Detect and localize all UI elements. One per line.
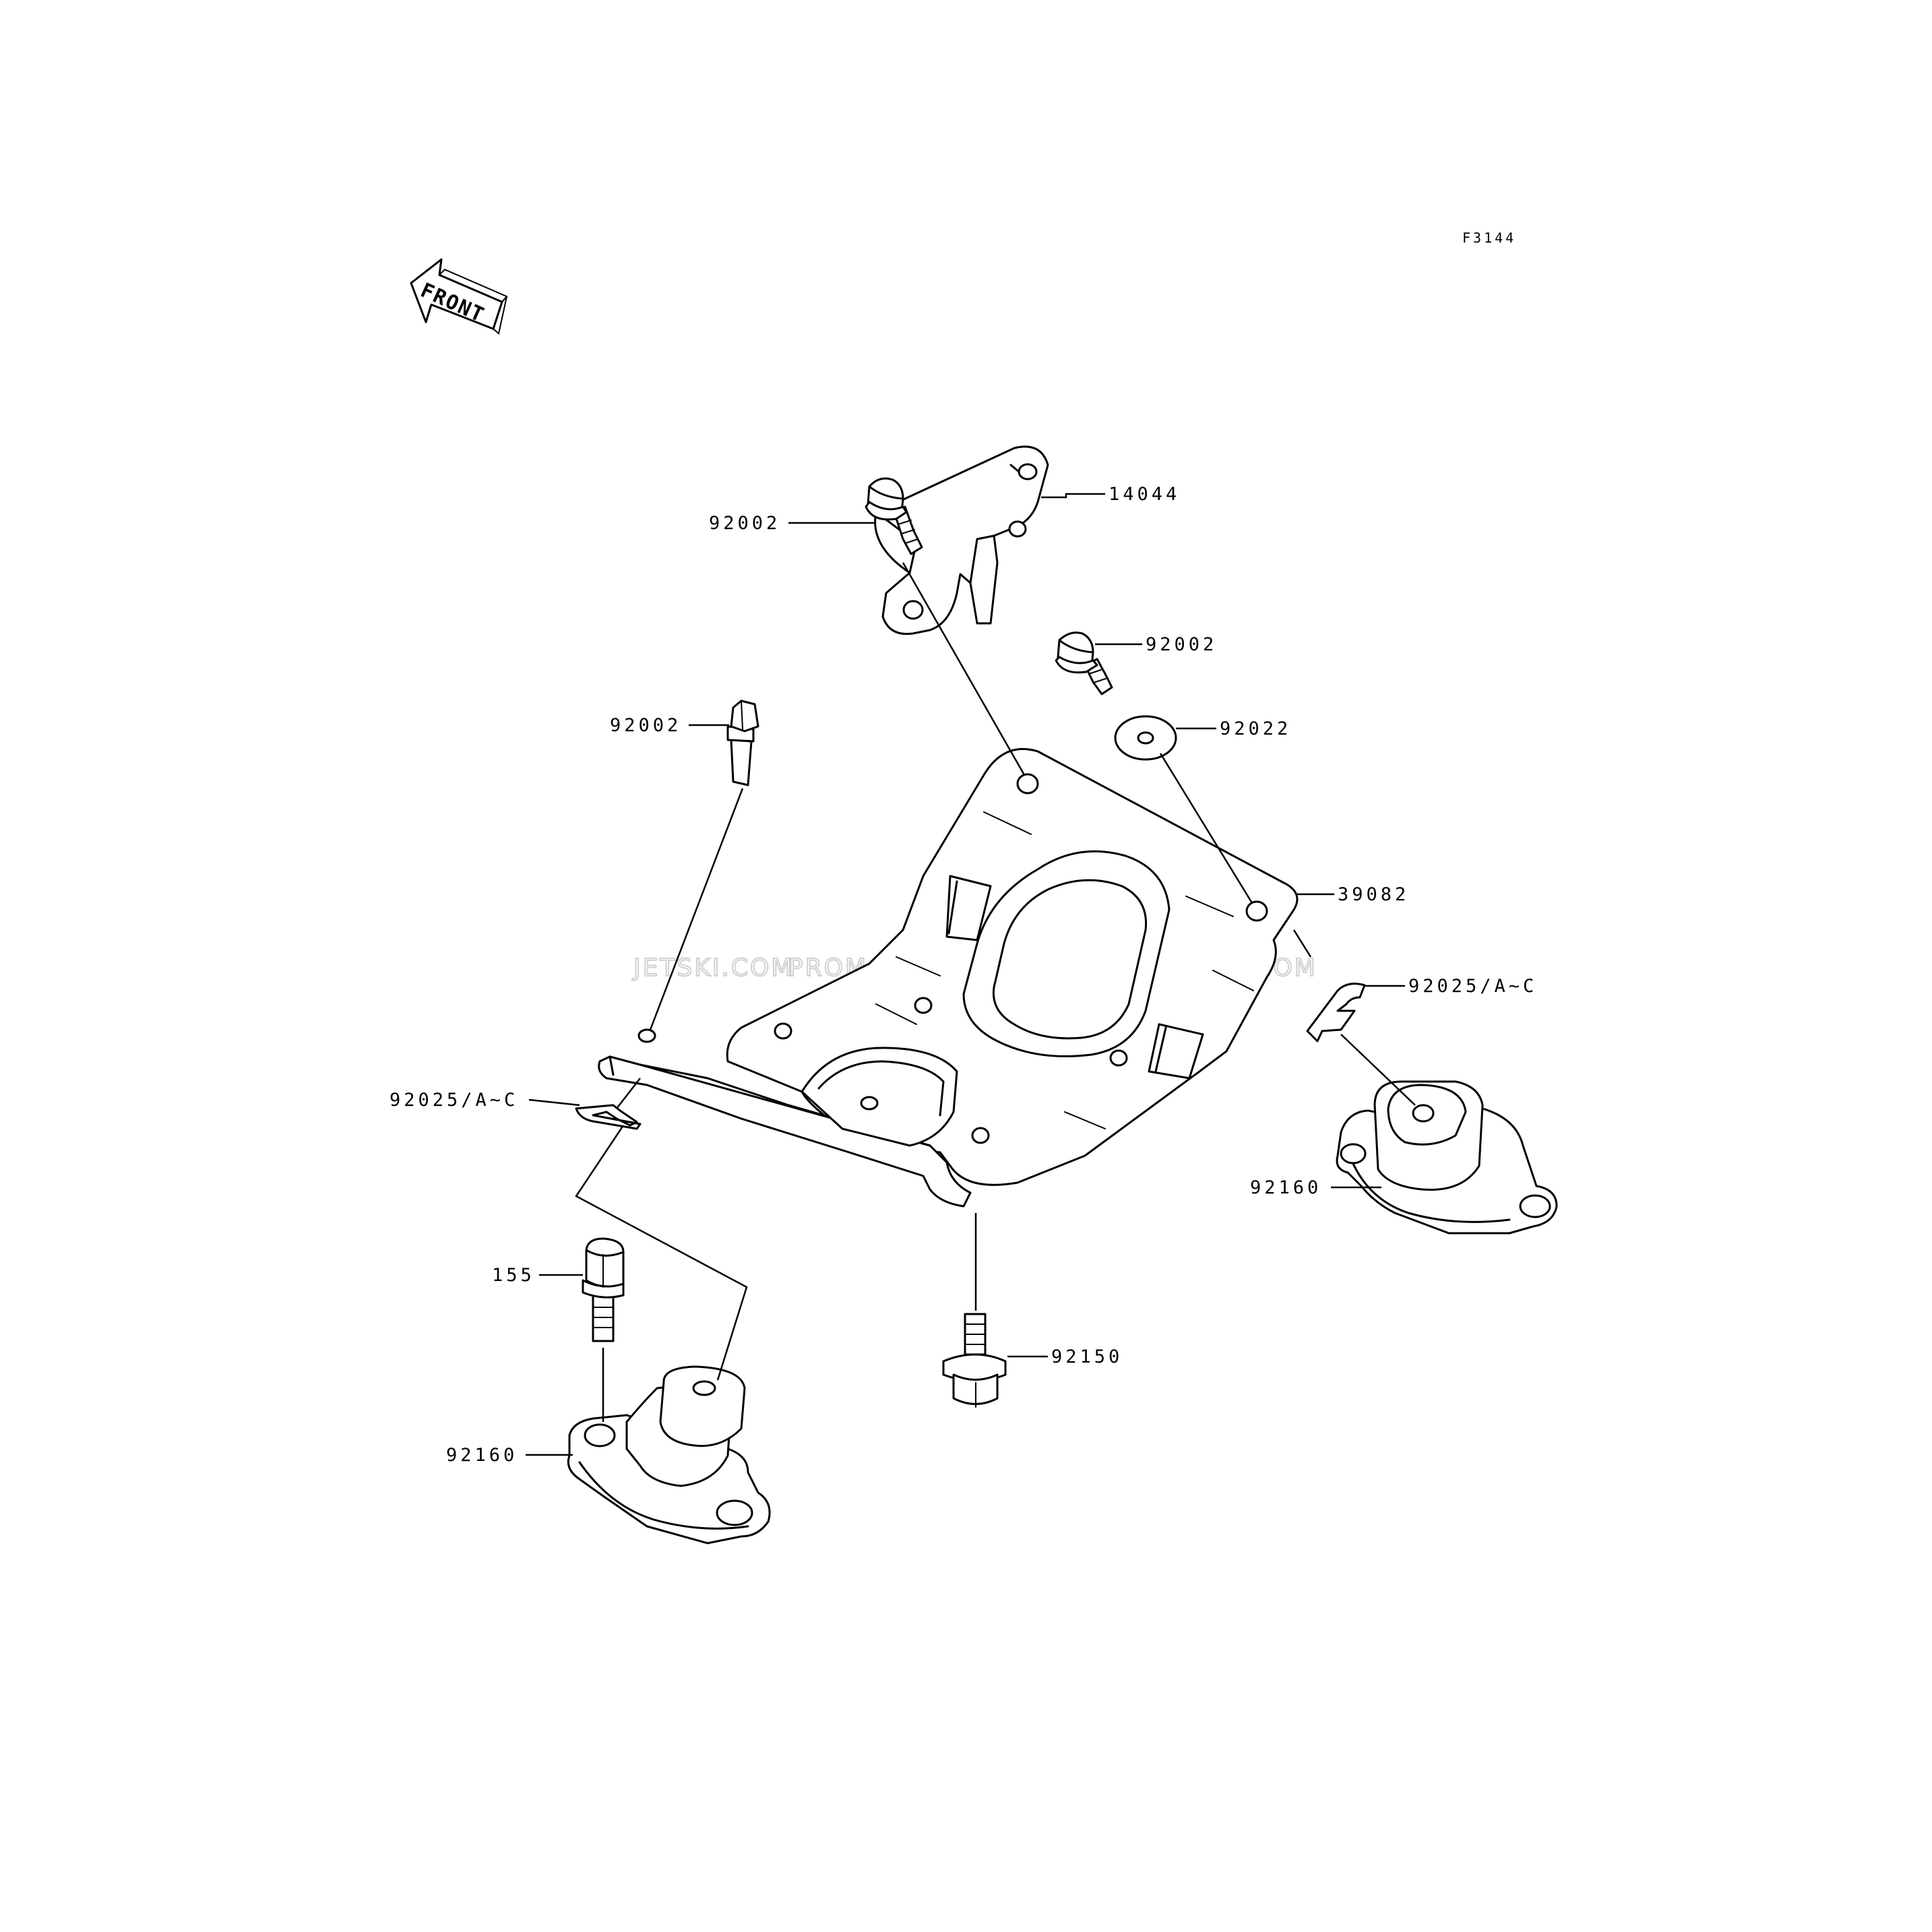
callout-mount-right: 92160 [1250, 1177, 1381, 1198]
washer [1114, 715, 1177, 761]
callout-label-92002-b: 92002 [1146, 634, 1217, 655]
callout-washer: 92022 [1176, 718, 1291, 739]
bolt-left [726, 699, 759, 786]
mount-right [1336, 1080, 1558, 1235]
callout-engine-bed: 39082 [1297, 884, 1409, 905]
bolt-bottom-left [582, 1237, 625, 1342]
callout-label-92160-right: 92160 [1250, 1177, 1321, 1198]
callout-label-155: 155 [492, 1265, 535, 1286]
figure-code: F3144 [1462, 230, 1516, 246]
bolt-bottom-center [942, 1313, 1007, 1408]
callout-bolt-top-left: 92002 [709, 513, 876, 534]
bracket [874, 445, 1049, 635]
bolt-mid-right [1055, 631, 1113, 695]
callout-clip-left: 92025/A~C [389, 1090, 580, 1111]
callout-bolt-left: 92002 [610, 715, 729, 736]
clip-right [1306, 983, 1366, 1042]
callout-label-92025-right: 92025/A~C [1408, 976, 1537, 997]
callout-label-92150: 92150 [1051, 1346, 1123, 1367]
callout-label-92025-left: 92025/A~C [389, 1090, 518, 1111]
callout-clip-right: 92025/A~C [1365, 976, 1537, 997]
front-arrow-icon: FRONT [410, 258, 508, 335]
watermark-text-1: JETSKI.COM [632, 954, 794, 982]
callout-bolt-bottom-center: 92150 [1007, 1346, 1123, 1367]
callout-bolt-bottom-left: 155 [492, 1265, 583, 1286]
clip-left [575, 1104, 642, 1130]
callout-label-92160-left: 92160 [446, 1445, 518, 1466]
callout-mount-left: 92160 [446, 1445, 573, 1466]
callout-label-92002-c: 92002 [610, 715, 681, 736]
mount-left [567, 1365, 771, 1545]
bolt-top-left [865, 477, 923, 555]
callout-label-14044: 14044 [1109, 484, 1180, 505]
callout-label-92022: 92022 [1220, 718, 1291, 739]
callout-label-39082: 39082 [1338, 884, 1409, 905]
callout-bracket: 14044 [1041, 484, 1180, 505]
engine-bed [598, 748, 1299, 1208]
alignment-lines [575, 562, 1416, 1422]
callout-bolt-mid-right: 92002 [1095, 634, 1217, 655]
callout-label-92002-a: 92002 [709, 513, 780, 534]
